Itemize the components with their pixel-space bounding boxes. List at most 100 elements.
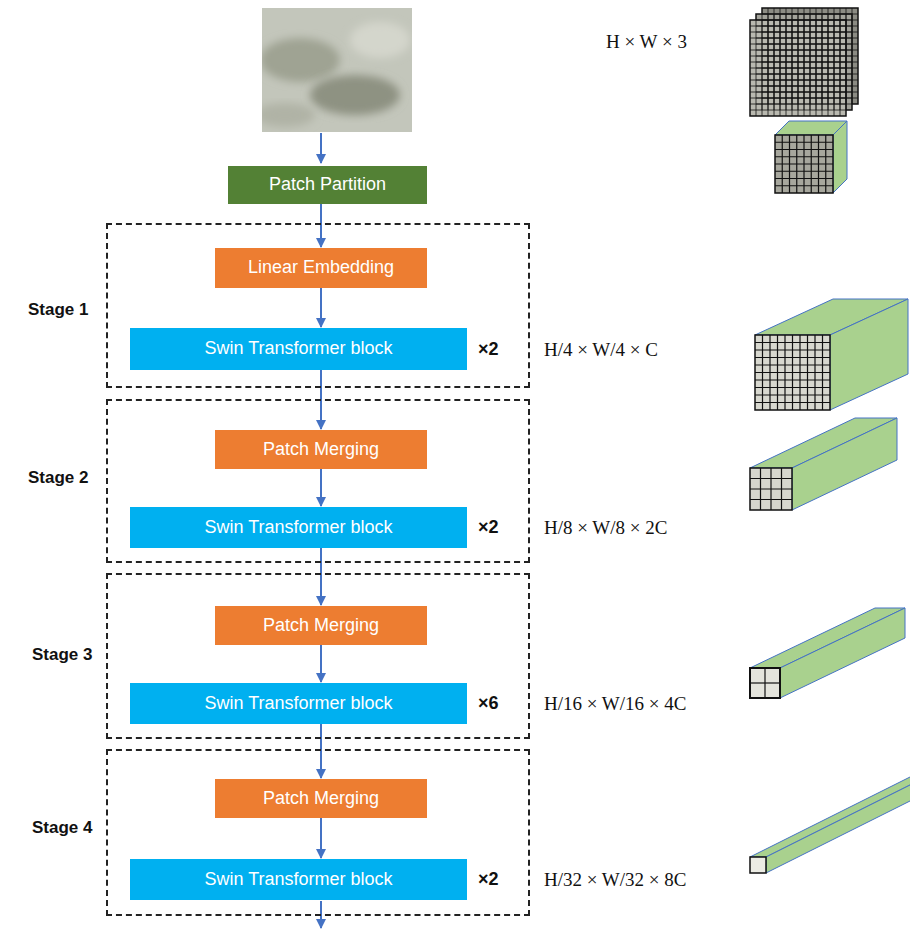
- grid-line: [750, 682, 780, 683]
- transformer-block: Swin Transformer block: [130, 859, 467, 900]
- flow-arrow: [320, 818, 322, 858]
- feature-cube: [755, 299, 908, 410]
- grid-line: [775, 178, 833, 179]
- grid-line: [755, 372, 830, 373]
- grid-line: [775, 171, 833, 172]
- grid-line: [750, 104, 846, 105]
- cube-side: [780, 608, 905, 698]
- box-label: Patch Merging: [263, 788, 379, 810]
- cube-front: [750, 468, 792, 510]
- box-label: Linear Embedding: [248, 257, 394, 279]
- dimension-label: H/32 × W/32 × 8C: [544, 869, 686, 891]
- input-tensor: [750, 8, 858, 116]
- cube-front: [750, 857, 766, 873]
- photo-blob: [310, 75, 400, 115]
- box-label: Swin Transformer block: [204, 517, 392, 539]
- grid-line: [822, 20, 823, 116]
- dimension-label: H/4 × W/4 × C: [544, 339, 658, 361]
- box-label: Patch Merging: [263, 615, 379, 637]
- partition-box: Patch Partition: [228, 166, 427, 204]
- repeat-count: ×2: [478, 869, 499, 890]
- grid-line: [750, 80, 846, 81]
- grid-line: [750, 74, 846, 75]
- grid-line: [750, 68, 846, 69]
- grid-line: [755, 402, 830, 403]
- flow-arrow: [320, 645, 322, 682]
- flow-arrow: [320, 204, 322, 247]
- grid-line: [804, 20, 805, 116]
- photo-blob: [262, 38, 340, 82]
- stage-heading: Stage 4: [32, 818, 92, 838]
- stage-heading: Stage 3: [32, 645, 92, 665]
- cube-front: [755, 335, 830, 410]
- flow-arrow: [320, 724, 322, 778]
- grid-line: [750, 86, 846, 87]
- cube-side: [766, 777, 910, 873]
- feature-cube: [750, 608, 905, 698]
- grid-line: [822, 335, 823, 410]
- flow-arrow: [320, 288, 322, 327]
- merging-box: Patch Merging: [215, 606, 427, 645]
- cube-side: [833, 121, 847, 193]
- grid-line: [750, 92, 846, 93]
- photo-blob: [262, 103, 315, 127]
- input-photo: [262, 8, 412, 132]
- grid-line: [775, 185, 833, 186]
- grid-line: [750, 499, 792, 500]
- flow-arrow: [320, 548, 322, 605]
- stage-group: Stage 1Linear EmbeddingSwin Transformer …: [106, 223, 530, 388]
- grid-line: [816, 20, 817, 116]
- box-label: Swin Transformer block: [204, 693, 392, 715]
- grid-line: [750, 488, 792, 489]
- grid-line: [807, 335, 808, 410]
- photo-blob: [350, 22, 410, 58]
- cube-front: [775, 135, 833, 193]
- box-label: Swin Transformer block: [204, 869, 392, 891]
- stage-heading: Stage 1: [28, 300, 88, 320]
- grid-line: [810, 20, 811, 116]
- dimension-label: H/16 × W/16 × 4C: [544, 693, 686, 715]
- merging-box: Patch Merging: [215, 430, 427, 469]
- embedding-box: Linear Embedding: [215, 248, 427, 288]
- box-label: Swin Transformer block: [204, 338, 392, 360]
- flow-arrow: [320, 469, 322, 506]
- box-label: Patch Merging: [263, 439, 379, 461]
- transformer-block: Swin Transformer block: [130, 328, 467, 370]
- grid-line: [750, 110, 846, 111]
- grid-line: [755, 379, 830, 380]
- feature-cube: [775, 121, 847, 193]
- grid-line: [781, 468, 782, 510]
- dimension-label: H/8 × W/8 × 2C: [544, 517, 667, 539]
- feature-cube: [750, 777, 910, 873]
- grid-line: [755, 394, 830, 395]
- stage-heading: Stage 2: [28, 468, 88, 488]
- grid-line: [840, 20, 841, 116]
- grid-line: [814, 335, 815, 410]
- cube-front: [750, 668, 780, 698]
- box-label: Patch Partition: [269, 174, 386, 196]
- repeat-count: ×2: [478, 517, 499, 538]
- grid-line: [811, 135, 812, 193]
- grid-line: [755, 387, 830, 388]
- cube-side: [830, 299, 908, 410]
- transformer-block: Swin Transformer block: [130, 507, 467, 548]
- stage-group: Stage 2Patch MergingSwin Transformer blo…: [106, 399, 530, 563]
- grid-line: [775, 163, 833, 164]
- feature-cube: [750, 418, 897, 510]
- cube-side: [792, 418, 897, 510]
- channel-grid: [750, 20, 846, 116]
- flow-arrow: [320, 133, 322, 163]
- grid-line: [825, 135, 826, 193]
- dimension-label: H × W × 3: [606, 31, 687, 53]
- grid-line: [818, 135, 819, 193]
- repeat-count: ×2: [478, 339, 499, 360]
- grid-line: [828, 20, 829, 116]
- stage-group: Stage 4Patch MergingSwin Transformer blo…: [106, 749, 530, 916]
- cube-top: [750, 777, 910, 857]
- merging-box: Patch Merging: [215, 779, 427, 818]
- grid-line: [799, 335, 800, 410]
- grid-line: [750, 98, 846, 99]
